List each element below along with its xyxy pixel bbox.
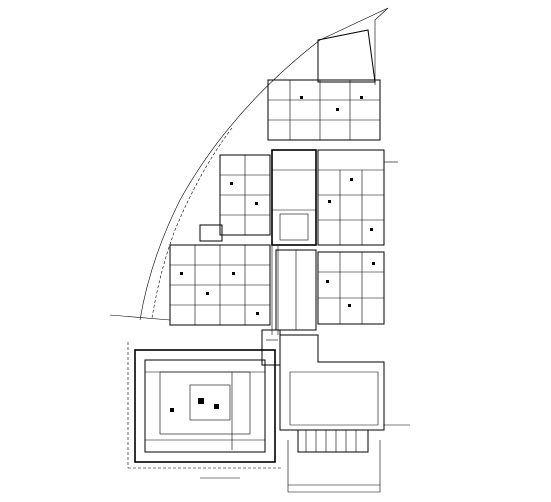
site-boundary: [139, 7, 389, 321]
west-upper-wing: [199, 154, 271, 242]
west-middle-wing: [109, 244, 271, 326]
east-wing-lower: [317, 251, 385, 325]
podium-connector: [261, 329, 281, 366]
central-core: [271, 149, 317, 335]
north-block: [267, 29, 381, 141]
south-east-hall: [279, 334, 410, 431]
east-wing-upper: [317, 149, 398, 246]
entrance-canopy: [287, 429, 381, 493]
south-west-podium: [127, 342, 282, 479]
